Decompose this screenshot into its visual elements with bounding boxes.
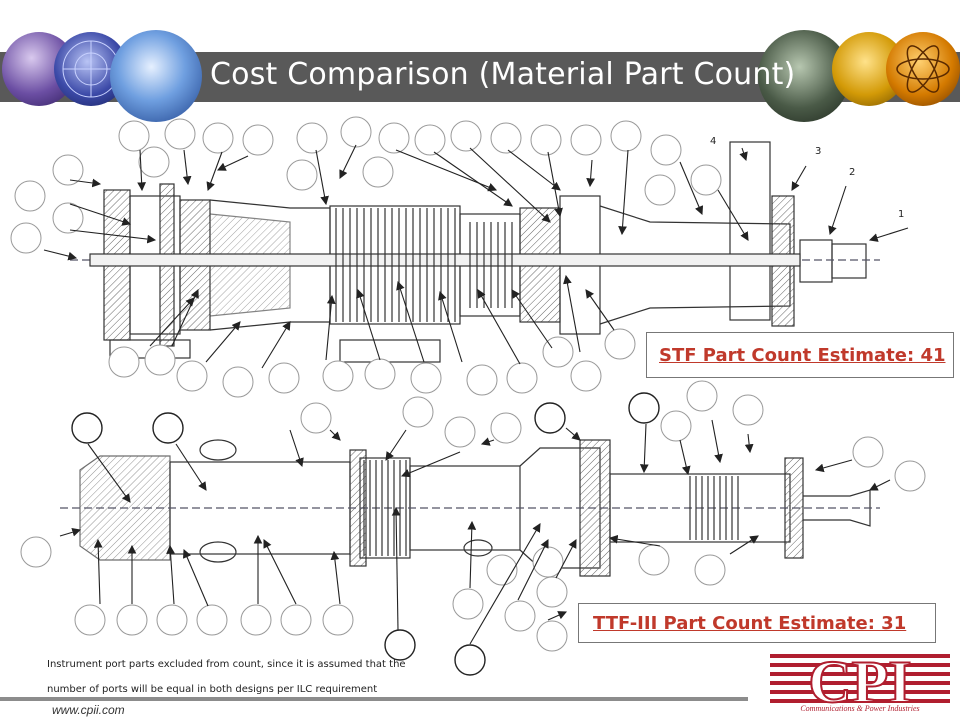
ttf-part-count-label: TTF-III Part Count Estimate: 31 — [578, 603, 936, 643]
cpi-logo-subtitle: Communications & Power Industries — [800, 704, 920, 713]
cpi-logo-text: CPI — [808, 650, 911, 714]
numbered-callouts: 4 3 2 1 — [710, 136, 904, 220]
footer-url[interactable]: www.cpii.com — [52, 703, 125, 717]
slide-title: Cost Comparison (Material Part Count) — [210, 57, 796, 92]
footnote-line-2: number of ports will be equal in both de… — [47, 684, 378, 695]
ttf-part-count-text: TTF-III Part Count Estimate: 31 — [593, 612, 907, 634]
callout-circles-dark — [71, 392, 660, 676]
callout-number-3: 3 — [815, 146, 821, 157]
cpi-logo: CPI — [770, 650, 950, 714]
footer-divider — [0, 697, 748, 701]
atom-globe-image — [886, 32, 960, 106]
stf-drawing — [70, 141, 880, 363]
ttf-drawing — [60, 439, 880, 577]
callout-number-1: 1 — [898, 209, 904, 220]
galaxy-globe-image — [110, 30, 202, 122]
stf-bellows-ribs — [335, 208, 513, 322]
stf-part-count-text: STF Part Count Estimate: 41 — [659, 344, 946, 366]
footnote-line-1: Instrument port parts excluded from coun… — [47, 659, 406, 670]
callout-circles — [10, 116, 926, 652]
callout-number-4: 4 — [710, 136, 716, 147]
stf-part-count-label: STF Part Count Estimate: 41 — [646, 332, 954, 378]
leader-arrows — [43, 144, 909, 645]
callout-number-2: 2 — [849, 167, 855, 178]
